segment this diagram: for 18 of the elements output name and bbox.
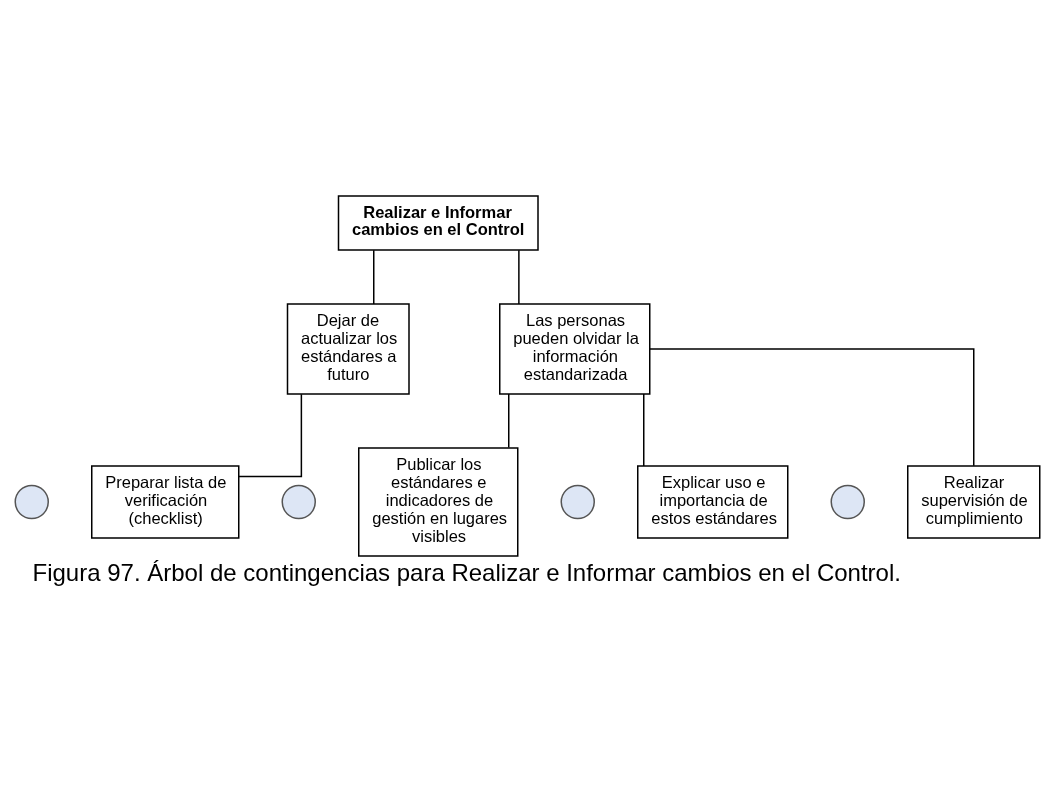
connector <box>508 392 510 448</box>
node-box: Las personas pueden olvidar la información estandarizada <box>499 302 651 395</box>
node-circle <box>281 484 316 519</box>
connector <box>649 347 975 466</box>
node-box: Preparar lista de verificación (checklist) <box>91 464 240 539</box>
node-box: Realizar e Informar cambios en el Control <box>337 194 539 251</box>
node-circle <box>560 484 595 519</box>
connector <box>518 249 520 305</box>
node-box: Realizar supervisión de cumplimiento <box>907 464 1041 539</box>
node-box: Publicar los estándares e indicadores de gestión en lugares visibles <box>358 446 519 557</box>
connector <box>238 393 303 477</box>
node-box: Dejar de actualizar los estándares a futuro <box>286 302 410 395</box>
connector <box>373 249 375 305</box>
node-box: Explicar uso e importancia de estos estándares <box>637 464 789 539</box>
node-circle <box>14 484 49 519</box>
node-circle <box>830 484 865 519</box>
connector <box>643 392 645 467</box>
caption: Figura 97. Árbol de contingencias para Realizar e Informar cambios en el Control. <box>32 558 901 586</box>
